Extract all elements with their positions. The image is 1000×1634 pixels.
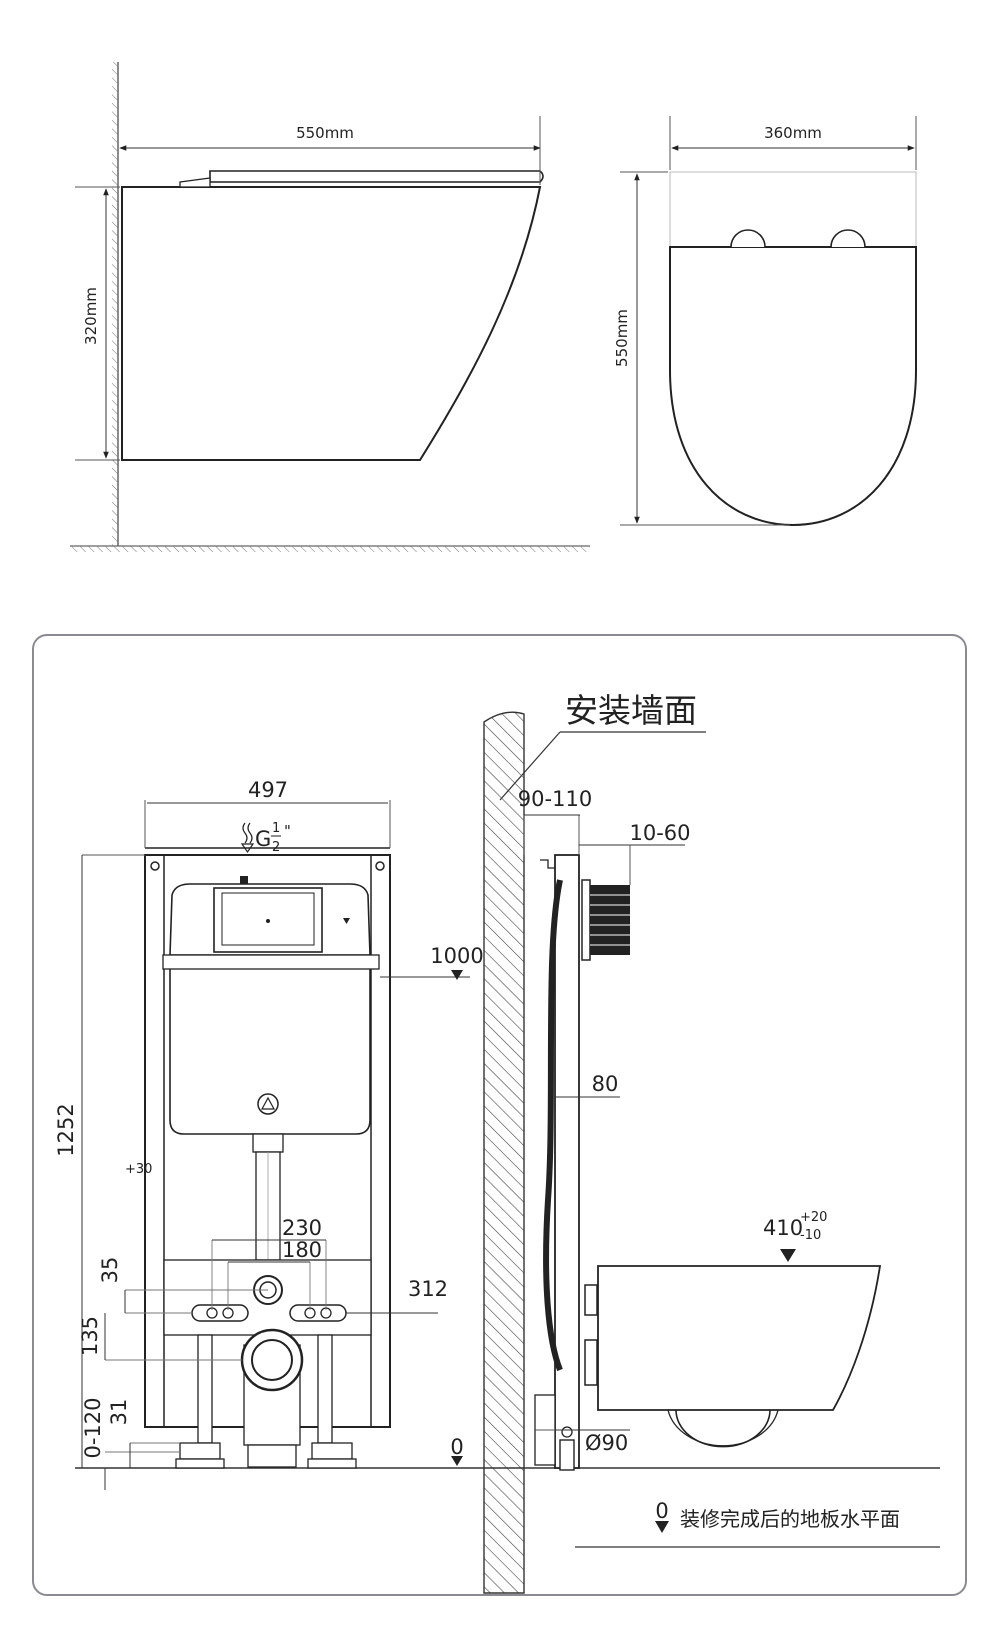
svg-text:230: 230 — [282, 1216, 322, 1240]
svg-text:0-120: 0-120 — [81, 1397, 105, 1458]
side-width-label: 550mm — [296, 124, 354, 142]
svg-text:312: 312 — [408, 1277, 448, 1301]
svg-text:31: 31 — [107, 1399, 131, 1426]
svg-text:80: 80 — [592, 1072, 619, 1096]
svg-text:-10: -10 — [800, 1228, 821, 1243]
frame-dimensions: 497 G 1 2 " 1252 +30 230 180 35 — [54, 778, 484, 1490]
frame-side-view — [534, 854, 630, 1471]
top-depth-label: 550mm — [613, 309, 631, 367]
svg-text:1000: 1000 — [430, 944, 483, 968]
top-view: 360mm 550mm — [613, 116, 917, 527]
svg-text:2: 2 — [272, 840, 280, 855]
svg-text:410: 410 — [763, 1216, 803, 1240]
floor-level-legend: 0 装修完成后的地板水平面 — [575, 1499, 940, 1548]
svg-text:0: 0 — [450, 1435, 463, 1459]
svg-text:+30: +30 — [125, 1162, 152, 1177]
svg-text:135: 135 — [78, 1316, 102, 1356]
toilet-side-installed — [597, 1265, 882, 1448]
side-height-label: 320mm — [82, 287, 100, 345]
svg-text:+20: +20 — [800, 1210, 827, 1225]
side-dimensions: 90-110 10-60 80 410 +20 -10 Ø90 — [518, 787, 828, 1455]
top-width-label: 360mm — [764, 124, 822, 142]
frame-front-view — [144, 847, 391, 1469]
svg-text:10-60: 10-60 — [629, 821, 690, 845]
svg-text:497: 497 — [248, 778, 288, 802]
installation-wall — [483, 711, 525, 1594]
toilet-top-profile — [669, 246, 917, 527]
toilet-side-profile — [121, 186, 542, 461]
svg-text:35: 35 — [98, 1257, 122, 1284]
svg-text:Ø90: Ø90 — [585, 1431, 628, 1455]
wall-callout: 安装墙面 — [499, 691, 706, 801]
svg-text:90-110: 90-110 — [518, 787, 592, 811]
svg-text:0: 0 — [655, 1499, 668, 1523]
connector-label: G 1 2 " — [240, 821, 291, 855]
svg-text:": " — [284, 822, 291, 840]
svg-text:装修完成后的地板水平面: 装修完成后的地板水平面 — [680, 1507, 900, 1531]
svg-text:1252: 1252 — [54, 1103, 78, 1156]
side-view: 550mm 320mm — [70, 62, 590, 552]
svg-text:安装墙面: 安装墙面 — [565, 691, 697, 730]
svg-text:1: 1 — [272, 821, 280, 836]
svg-text:G: G — [255, 827, 271, 851]
svg-text:180: 180 — [282, 1238, 322, 1262]
